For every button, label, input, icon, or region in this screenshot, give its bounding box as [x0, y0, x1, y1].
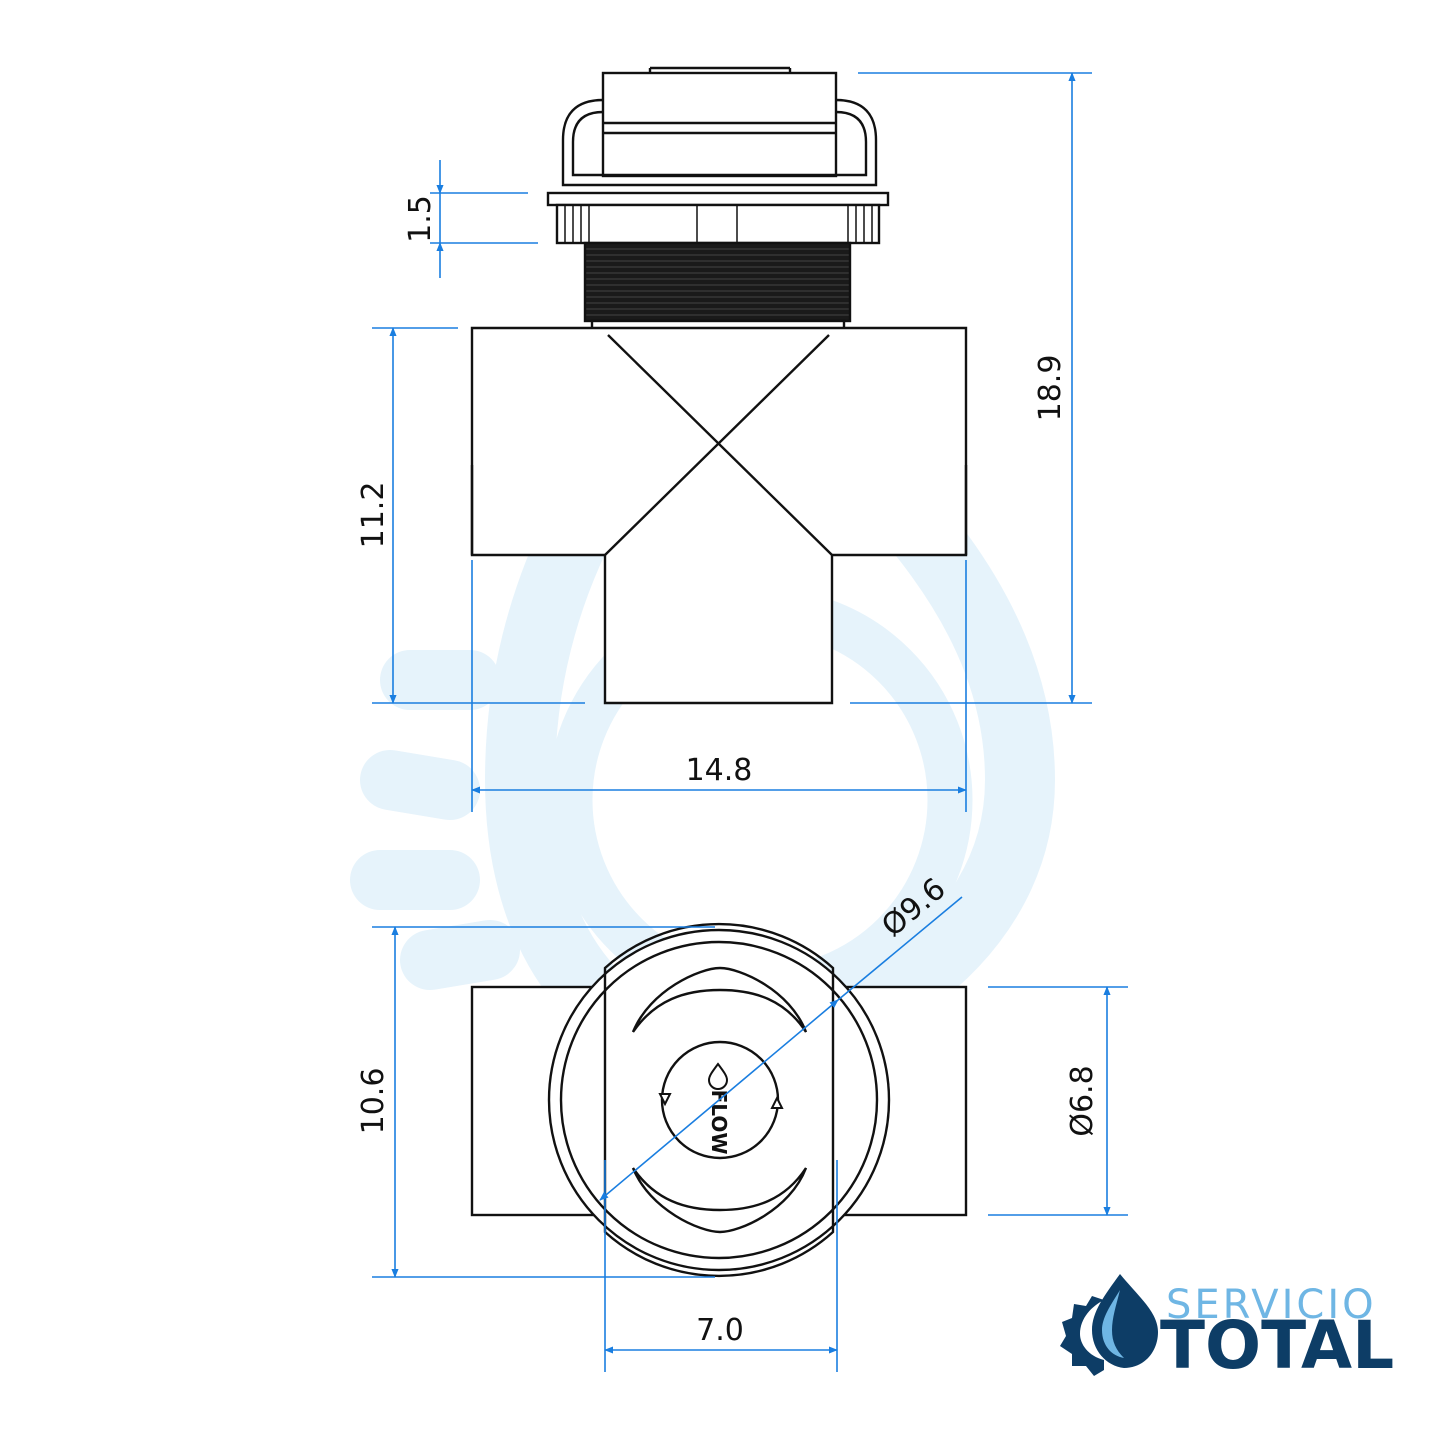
brand-logo: SERVICIO TOTAL	[1060, 1274, 1394, 1384]
front-view	[470, 66, 968, 705]
center-slot	[603, 922, 835, 1278]
dim-side-depth: 10.6	[356, 1068, 391, 1135]
front-dimensions	[372, 72, 1092, 812]
collar-ring	[546, 191, 890, 207]
water-drop-icon	[1092, 1274, 1158, 1368]
dim-cap-thickness: 1.5	[403, 195, 438, 243]
tee-body	[470, 326, 968, 705]
logo-word-servicio: SERVICIO	[1166, 1282, 1377, 1328]
top-dimensions	[372, 896, 1128, 1372]
gear-icon	[1060, 1296, 1104, 1376]
thread-section	[583, 241, 852, 323]
cap-dome	[561, 98, 878, 187]
cap-knob	[601, 71, 838, 178]
dim-body-width: 14.8	[686, 753, 753, 788]
logo-word-total: TOTAL	[1160, 1307, 1394, 1384]
dim-body-height: 11.2	[356, 482, 391, 549]
dim-total-height: 18.9	[1033, 355, 1068, 422]
dim-center-width: 7.0	[696, 1313, 744, 1348]
dim-port-diameter: Ø6.8	[1065, 1065, 1100, 1136]
